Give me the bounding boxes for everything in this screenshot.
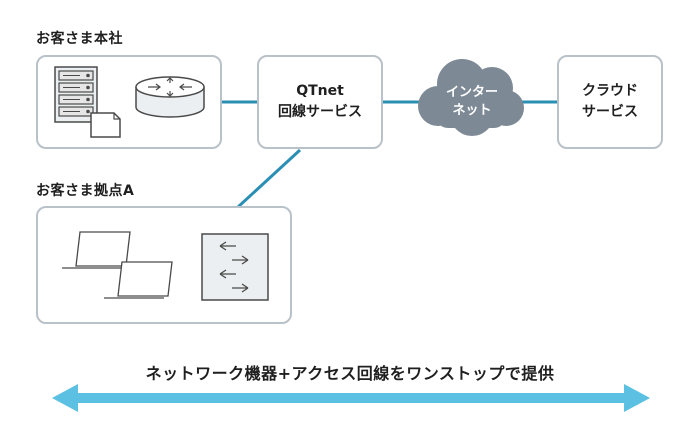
server-rack-icon bbox=[53, 65, 98, 123]
qtnet-box bbox=[257, 55, 383, 149]
internet-line2: ネット bbox=[452, 103, 492, 118]
network-switch-icon bbox=[200, 232, 269, 301]
branch-devices bbox=[61, 230, 269, 301]
router-icon bbox=[134, 75, 205, 118]
qtnet-line1: QTnet bbox=[296, 83, 344, 99]
branch-box bbox=[36, 206, 292, 324]
laptop-icon bbox=[103, 260, 173, 299]
hq-label: お客さま本社 bbox=[36, 31, 123, 47]
internet-line1: インター bbox=[445, 85, 498, 100]
qtnet-line2: 回線サービス bbox=[278, 104, 362, 120]
internet-label: インター ネット bbox=[420, 74, 524, 130]
qtnet-label: QTnet 回線サービス bbox=[257, 55, 383, 149]
hq-box bbox=[36, 55, 222, 149]
cloud-service-line2: サービス bbox=[582, 104, 638, 120]
qtnet-to-branch-line bbox=[236, 148, 302, 209]
branch-label: お客さま拠点A bbox=[36, 183, 135, 199]
one-stop-banner-text: ネットワーク機器+アクセス回線をワンストップで提供 bbox=[145, 364, 555, 383]
cloud-service-box bbox=[557, 55, 663, 149]
double-arrow-icon bbox=[52, 384, 650, 412]
document-icon bbox=[89, 111, 121, 138]
hq-devices bbox=[53, 65, 205, 138]
cloud-service-line1: クラウド bbox=[582, 83, 638, 99]
cloud-icon bbox=[418, 59, 524, 136]
cloud-service-label: クラウド サービス bbox=[557, 55, 663, 149]
